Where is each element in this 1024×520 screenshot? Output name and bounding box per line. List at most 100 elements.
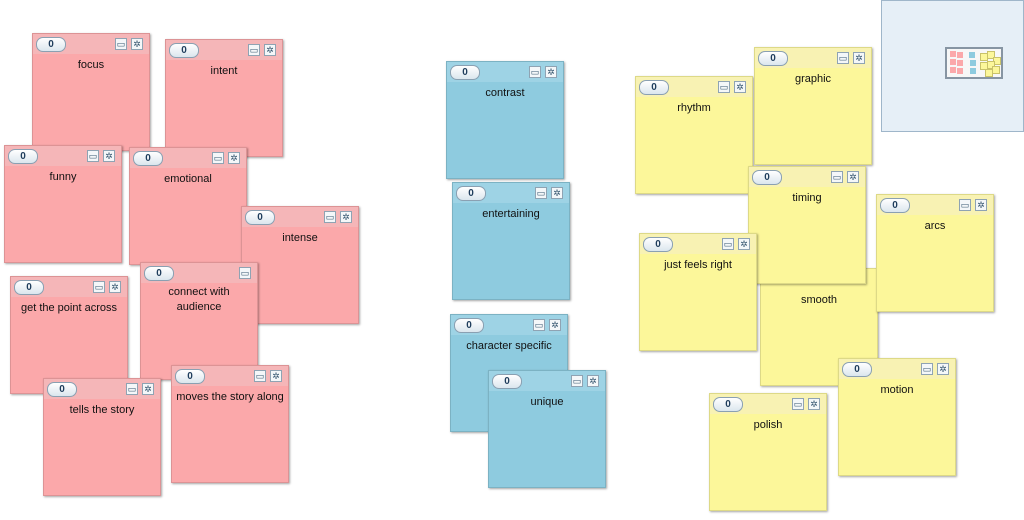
comment-icon[interactable]: ▭ xyxy=(959,199,971,211)
sticky-note-polish[interactable]: 0 ▭ ✲ polish xyxy=(709,393,827,511)
sticky-note-funny[interactable]: 0 ▭✲ funny xyxy=(4,145,122,263)
minimap-viewport[interactable] xyxy=(945,47,1003,79)
comment-icon[interactable]: ▭ xyxy=(718,81,730,93)
gear-icon[interactable]: ✲ xyxy=(270,370,282,382)
comment-icon[interactable]: ▭ xyxy=(535,187,547,199)
sticky-note-connect-with-audience[interactable]: 0 ▭ connect with audience xyxy=(140,262,258,380)
gear-icon[interactable]: ✲ xyxy=(734,81,746,93)
comment-icon[interactable]: ▭ xyxy=(837,52,849,64)
comment-icon[interactable]: ▭ xyxy=(324,211,336,223)
vote-count-badge[interactable]: 0 xyxy=(713,397,743,412)
vote-count-badge[interactable]: 0 xyxy=(8,149,38,164)
note-text: rhythm xyxy=(677,102,711,114)
minimap-note xyxy=(957,68,963,74)
vote-count-badge[interactable]: 0 xyxy=(643,237,673,252)
gear-icon[interactable]: ✲ xyxy=(847,171,859,183)
comment-icon[interactable]: ▭ xyxy=(792,398,804,410)
note-text: focus xyxy=(77,59,105,71)
sticky-note-just-feels-right[interactable]: 0 ▭ ✲ just feels right xyxy=(639,233,757,351)
sticky-note-graphic[interactable]: 0 ▭ ✲ graphic xyxy=(754,47,872,165)
vote-count-badge[interactable]: 0 xyxy=(245,210,275,225)
comment-icon[interactable]: ▭ xyxy=(529,66,541,78)
comment-icon[interactable]: ▭ xyxy=(722,238,734,250)
note-text: just feels right xyxy=(664,259,732,271)
comment-icon[interactable]: ▭ xyxy=(254,370,266,382)
sticky-note-timing[interactable]: 0 ▭✲ timing xyxy=(748,166,866,284)
gear-icon[interactable]: ✲ xyxy=(142,383,154,395)
comment-icon[interactable]: ▭ xyxy=(93,281,105,293)
sticky-note-moves-the-story-along[interactable]: 0 ▭ ✲ moves the story along xyxy=(171,365,289,483)
vote-count-badge[interactable]: 0 xyxy=(880,198,910,213)
gear-icon[interactable]: ✲ xyxy=(937,363,949,375)
minimap-navigator[interactable] xyxy=(881,0,1024,132)
gear-icon[interactable]: ✲ xyxy=(551,187,563,199)
comment-icon[interactable]: ▭ xyxy=(212,152,224,164)
gear-icon[interactable]: ✲ xyxy=(853,52,865,64)
gear-icon[interactable]: ✲ xyxy=(131,38,143,50)
vote-count-badge[interactable]: 0 xyxy=(752,170,782,185)
comment-icon[interactable]: ▭ xyxy=(248,44,260,56)
comment-icon[interactable]: ▭ xyxy=(87,150,99,162)
note-text: character specific xyxy=(466,340,552,352)
vote-count-badge[interactable]: 0 xyxy=(758,51,788,66)
note-text: entertaining xyxy=(482,208,540,220)
gear-icon[interactable]: ✲ xyxy=(975,199,987,211)
sticky-note-get-the-point-across[interactable]: 0 ▭ ✲ get the point across xyxy=(10,276,128,394)
minimap-note xyxy=(950,51,956,57)
vote-count-badge[interactable]: 0 xyxy=(47,382,77,397)
gear-icon[interactable]: ✲ xyxy=(109,281,121,293)
minimap-note xyxy=(950,67,956,73)
sticky-note-entertaining[interactable]: 0 ▭ ✲ entertaining xyxy=(452,182,570,300)
note-text: moves the story along xyxy=(176,391,284,403)
vote-count-badge[interactable]: 0 xyxy=(133,151,163,166)
note-text: contrast xyxy=(485,87,525,99)
vote-count-badge[interactable]: 0 xyxy=(14,280,44,295)
gear-icon[interactable]: ✲ xyxy=(587,375,599,387)
note-text: graphic xyxy=(794,73,832,85)
vote-count-badge[interactable]: 0 xyxy=(144,266,174,281)
comment-icon[interactable]: ▭ xyxy=(239,267,251,279)
vote-count-badge[interactable]: 0 xyxy=(454,318,484,333)
sticky-note-contrast[interactable]: 0 ▭ ✲ contrast xyxy=(446,61,564,179)
sticky-note-rhythm[interactable]: 0 ▭ ✲ rhythm xyxy=(635,76,753,194)
gear-icon[interactable]: ✲ xyxy=(808,398,820,410)
vote-count-badge[interactable]: 0 xyxy=(842,362,872,377)
vote-count-badge[interactable]: 0 xyxy=(492,374,522,389)
comment-icon[interactable]: ▭ xyxy=(126,383,138,395)
minimap-note xyxy=(957,52,963,58)
gear-icon[interactable]: ✲ xyxy=(545,66,557,78)
gear-icon[interactable]: ✲ xyxy=(549,319,561,331)
note-text: intense xyxy=(282,232,318,244)
gear-icon[interactable]: ✲ xyxy=(264,44,276,56)
sticky-note-unique[interactable]: 0 ▭✲ unique xyxy=(488,370,606,488)
minimap-note xyxy=(950,59,956,65)
vote-count-badge[interactable]: 0 xyxy=(456,186,486,201)
note-text: motion xyxy=(880,384,914,396)
gear-icon[interactable]: ✲ xyxy=(228,152,240,164)
sticky-note-motion[interactable]: 0 ▭ ✲ motion xyxy=(838,358,956,476)
sticky-note-focus[interactable]: 0 ▭ ✲ focus xyxy=(32,33,150,151)
comment-icon[interactable]: ▭ xyxy=(921,363,933,375)
note-text: emotional xyxy=(164,173,212,185)
gear-icon[interactable]: ✲ xyxy=(738,238,750,250)
comment-icon[interactable]: ▭ xyxy=(115,38,127,50)
minimap-note xyxy=(970,60,976,66)
gear-icon[interactable]: ✲ xyxy=(340,211,352,223)
note-text: polish xyxy=(753,419,783,431)
vote-count-badge[interactable]: 0 xyxy=(175,369,205,384)
note-text: get the point across xyxy=(20,302,117,314)
sticky-note-tells-the-story[interactable]: 0 ▭✲ tells the story xyxy=(43,378,161,496)
comment-icon[interactable]: ▭ xyxy=(533,319,545,331)
vote-count-badge[interactable]: 0 xyxy=(639,80,669,95)
sticky-note-emotional[interactable]: 0 ▭ ✲ emotional xyxy=(129,147,247,265)
gear-icon[interactable]: ✲ xyxy=(103,150,115,162)
sticky-note-arcs[interactable]: 0 ▭✲ arcs xyxy=(876,194,994,312)
vote-count-badge[interactable]: 0 xyxy=(450,65,480,80)
sticky-note-intent[interactable]: 0 ▭✲ intent xyxy=(165,39,283,157)
minimap-note xyxy=(987,61,995,69)
vote-count-badge[interactable]: 0 xyxy=(169,43,199,58)
comment-icon[interactable]: ▭ xyxy=(831,171,843,183)
sticky-note-intense[interactable]: 0 ▭ ✲ intense xyxy=(241,206,359,324)
comment-icon[interactable]: ▭ xyxy=(571,375,583,387)
vote-count-badge[interactable]: 0 xyxy=(36,37,66,52)
